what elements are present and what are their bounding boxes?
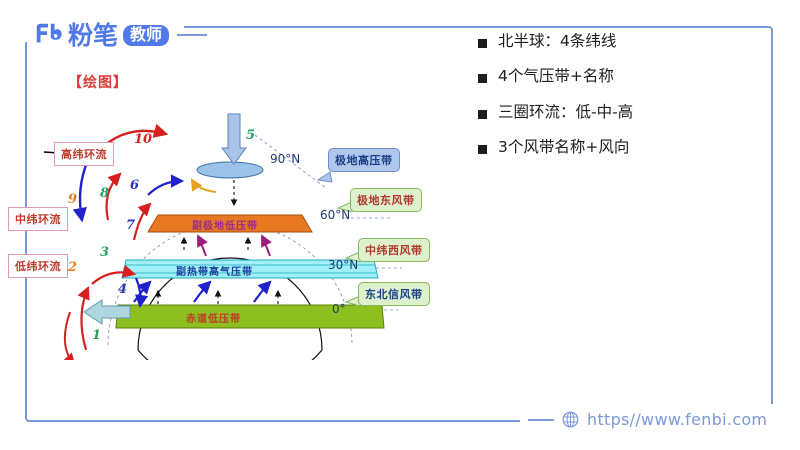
callout-westerly: 中纬西风带 [358,238,430,262]
flow-number-8: 8 [100,186,110,201]
equatorial-rising-flows [133,280,282,304]
logo-divider [177,34,208,36]
flow-5-polar-descent [221,113,247,165]
pressure-band-subpolar-low [147,214,313,233]
brand-name: 粉笔 [68,20,119,50]
flow-number-2: 2 [68,260,78,275]
brand-logo: 粉笔 教师 [33,18,208,52]
checklist: 北半球：4条纬线 4个气压带+名称 三圈环流：低-中-高 3个风带名称+风向 [478,32,748,174]
flow-number-9: 9 [68,192,78,207]
callout-northeast-trade: 东北信风带 [358,282,430,306]
atmospheric-circulation-diagram: 高纬环流 中纬环流 低纬环流 副极地低压带 副热带高气压带 赤道低压带 极地高压… [8,100,470,360]
side-label-mid-latitude: 中纬环流 [8,207,68,231]
flow-7-mid-cell-rise [132,202,152,241]
flow-number-1: 1 [92,328,102,343]
checklist-item: 北半球：4条纬线 [478,32,748,51]
pressure-band-equatorial-low [115,304,385,329]
atmosphere-boundary-arc [107,222,353,346]
flow-8-high-cell-left [105,172,122,221]
flow-6-mid-cell-upper [147,174,185,196]
flow-9-high-cell-descent [72,159,90,223]
polar-high-ellipse [196,161,264,179]
flow-number-10: 10 [134,132,153,147]
checklist-item: 4个气压带+名称 [478,67,748,86]
checklist-item-label: 3个风带名称+风向 [498,138,630,157]
latitude-90n: 90°N [270,152,301,166]
polar-easterly-surface-flow [190,178,217,193]
checklist-item-label: 北半球：4条纬线 [498,32,617,50]
checklist-item: 三圈环流：低-中-高 [478,103,748,122]
checklist-item: 3个风带名称+风向 [478,138,748,157]
website-url[interactable]: https//www.fenbi.com [587,410,768,429]
subpolar-rising-flows [180,234,272,257]
latitude-0: 0° [332,302,346,316]
flow-number-6: 6 [130,178,140,193]
footer-url-row[interactable]: https//www.fenbi.com [528,410,767,429]
flow-1-trade-wind-arrow [83,299,131,325]
diagram-canvas [31,113,402,360]
square-bullet-icon [478,39,487,48]
square-bullet-icon [478,109,487,119]
flow-4-subtropical-descent [134,277,149,309]
flow-3-low-cell-top [91,264,137,285]
square-bullet-icon [478,74,487,84]
flow-number-3: 3 [100,245,110,260]
fenbi-mark-icon [36,23,62,43]
callout-polar-easterly: 极地东风带 [350,188,422,212]
band-label-subtropical-high: 副热带高气压带 [176,267,253,278]
flow-2-low-cell-rise [77,285,90,351]
latitude-30n: 30°N [328,258,359,272]
globe-icon [562,411,579,428]
diagram-title: 【绘图】 [68,75,128,91]
flow-number-7: 7 [126,218,136,233]
brand-badge: 教师 [123,24,170,46]
side-label-high-latitude: 高纬环流 [54,142,114,166]
band-label-equatorial-low: 赤道低压带 [186,314,241,325]
callout-tails [316,171,333,183]
outer-red-arc [62,311,76,360]
checklist-item-label: 三圈环流：低-中-高 [498,102,634,121]
side-label-low-latitude: 低纬环流 [8,254,68,278]
checklist-item-label: 4个气压带+名称 [498,67,614,86]
latitude-60n: 60°N [320,208,351,222]
band-label-subpolar-low: 副极地低压带 [192,221,258,232]
flow-number-5: 5 [246,128,256,143]
callout-polar-high: 极地高压带 [328,148,400,172]
square-bullet-icon [478,145,487,155]
flow-number-4: 4 [118,282,128,297]
url-divider [528,418,554,421]
